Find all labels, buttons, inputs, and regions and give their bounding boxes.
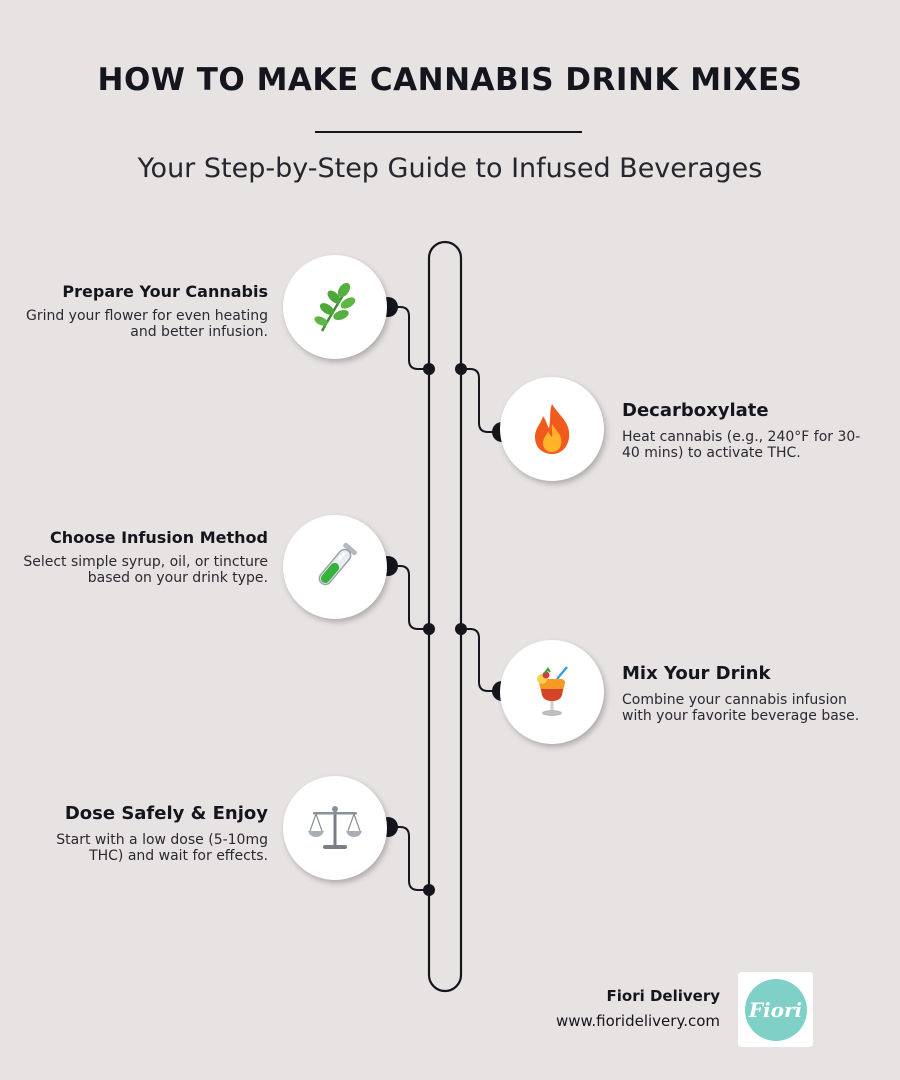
brand-name: Fiori Delivery: [606, 987, 721, 1005]
step-2-text: Decarboxylate Heat cannabis (e.g., 240°F…: [622, 400, 862, 462]
connector-step-3: [388, 565, 429, 630]
step-1-icon-circle: [283, 255, 387, 359]
connector-step-2: [461, 368, 502, 433]
step-4-icon-circle: [500, 640, 604, 744]
timeline-track: [427, 240, 463, 993]
junction-dot-step-1: [423, 363, 435, 375]
step-2-icon-circle: [500, 377, 604, 481]
balance-scale-icon: [308, 806, 362, 849]
step-4-description: Combine your cannabis infusion with your…: [622, 692, 860, 724]
step-3-text: Choose Infusion Method Select simple syr…: [18, 529, 268, 586]
junction-dot-step-2: [455, 363, 467, 375]
step-5-text: Dose Safely & Enjoy Start with a low dos…: [18, 803, 268, 865]
page-subtitle: Your Step-by-Step Guide to Infused Bever…: [137, 153, 763, 184]
brand-logo-mark: Fiori: [744, 978, 807, 1041]
step-1-description: Grind your flower for even heating and b…: [25, 308, 268, 340]
tropical-drink-icon: [537, 666, 568, 716]
connector-step-5: [388, 826, 429, 891]
step-2-title: Decarboxylate: [622, 400, 769, 421]
step-1-title: Prepare Your Cannabis: [62, 282, 268, 301]
step-4-title: Mix Your Drink: [622, 663, 771, 684]
herb-leaf-icon: [314, 282, 356, 332]
junction-dot-step-5: [423, 884, 435, 896]
fire-icon: [535, 404, 570, 454]
step-5-description: Start with a low dose (5-10mg THC) and w…: [56, 832, 268, 864]
connector-step-4: [461, 628, 502, 692]
step-3-title: Choose Infusion Method: [50, 528, 268, 547]
brand-logo: Fiori: [738, 972, 813, 1047]
step-5-icon-circle: [283, 776, 387, 880]
page-title: HOW TO MAKE CANNABIS DRINK MIXES: [97, 62, 803, 98]
step-4-text: Mix Your Drink Combine your cannabis inf…: [622, 663, 862, 725]
step-5-title: Dose Safely & Enjoy: [64, 803, 268, 824]
step-3-icon-circle: [283, 515, 387, 619]
title-divider: [315, 131, 582, 133]
step-2-description: Heat cannabis (e.g., 240°F for 30-40 min…: [622, 429, 861, 461]
junction-dot-step-4: [455, 623, 467, 635]
brand-url[interactable]: www.fioridelivery.com: [555, 1012, 720, 1030]
junction-dot-step-3: [423, 623, 435, 635]
step-3-description: Select simple syrup, oil, or tincture ba…: [23, 554, 268, 586]
connector-step-1: [388, 306, 429, 370]
test-tube-icon: [318, 542, 358, 586]
step-1-text: Prepare Your Cannabis Grind your flower …: [18, 283, 268, 340]
